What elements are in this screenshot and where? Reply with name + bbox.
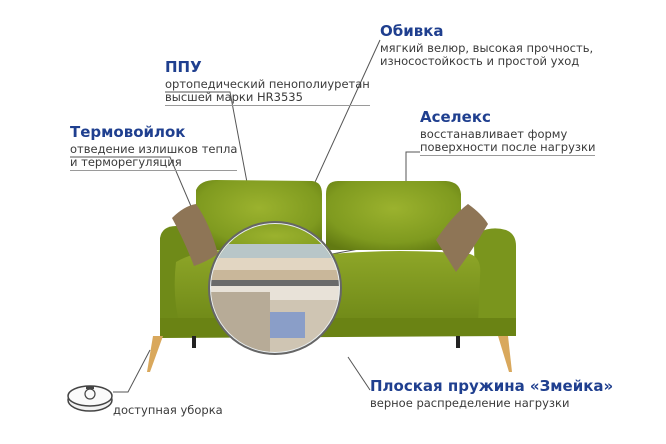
feature-desc-line: мягкий велюр, высокая прочность, bbox=[380, 41, 594, 55]
sofa-back bbox=[196, 180, 461, 250]
feature-desc-line: и терморегуляция bbox=[70, 156, 238, 171]
feature-upholstery: Обивка мягкий велюр, высокая прочность, … bbox=[380, 22, 593, 68]
feature-desc-line: верное распределение нагрузки bbox=[370, 396, 570, 410]
feature-title: Термовойлок bbox=[70, 123, 186, 141]
feature-title: ППУ bbox=[165, 58, 202, 76]
robot-vacuum-icon bbox=[67, 385, 113, 412]
feature-desc-line: отведение излишков тепла bbox=[70, 142, 238, 156]
sofa-legs bbox=[147, 336, 512, 372]
feature-desc-line: доступная уборка bbox=[113, 403, 223, 417]
feature-desc-line: износостойкость и простой уход bbox=[380, 54, 580, 68]
feature-desc-line: высшей марки HR3535 bbox=[165, 91, 370, 106]
feature-thermofelt: Термовойлок отведение излишков тепла и т… bbox=[70, 123, 238, 171]
layers-magnifier bbox=[208, 221, 342, 355]
feature-desc-line: ортопедический пенополиуретан bbox=[165, 77, 370, 91]
left-pillow bbox=[172, 204, 218, 266]
feature-cleaning: доступная уборка bbox=[113, 404, 223, 417]
feature-aselex: Аселекс восстанавливает форму поверхност… bbox=[420, 108, 596, 156]
feature-spring: Плоская пружина «Змейка» верное распреде… bbox=[370, 377, 613, 410]
feature-title: Аселекс bbox=[420, 108, 491, 126]
feature-desc-line: восстанавливает форму bbox=[420, 127, 568, 141]
feature-foam: ППУ ортопедический пенополиуретан высшей… bbox=[165, 58, 370, 106]
feature-desc-line: поверхности после нагрузки bbox=[420, 140, 596, 156]
feature-title: Обивка bbox=[380, 22, 444, 40]
feature-title: Плоская пружина «Змейка» bbox=[370, 377, 614, 395]
right-pillow bbox=[436, 204, 488, 272]
